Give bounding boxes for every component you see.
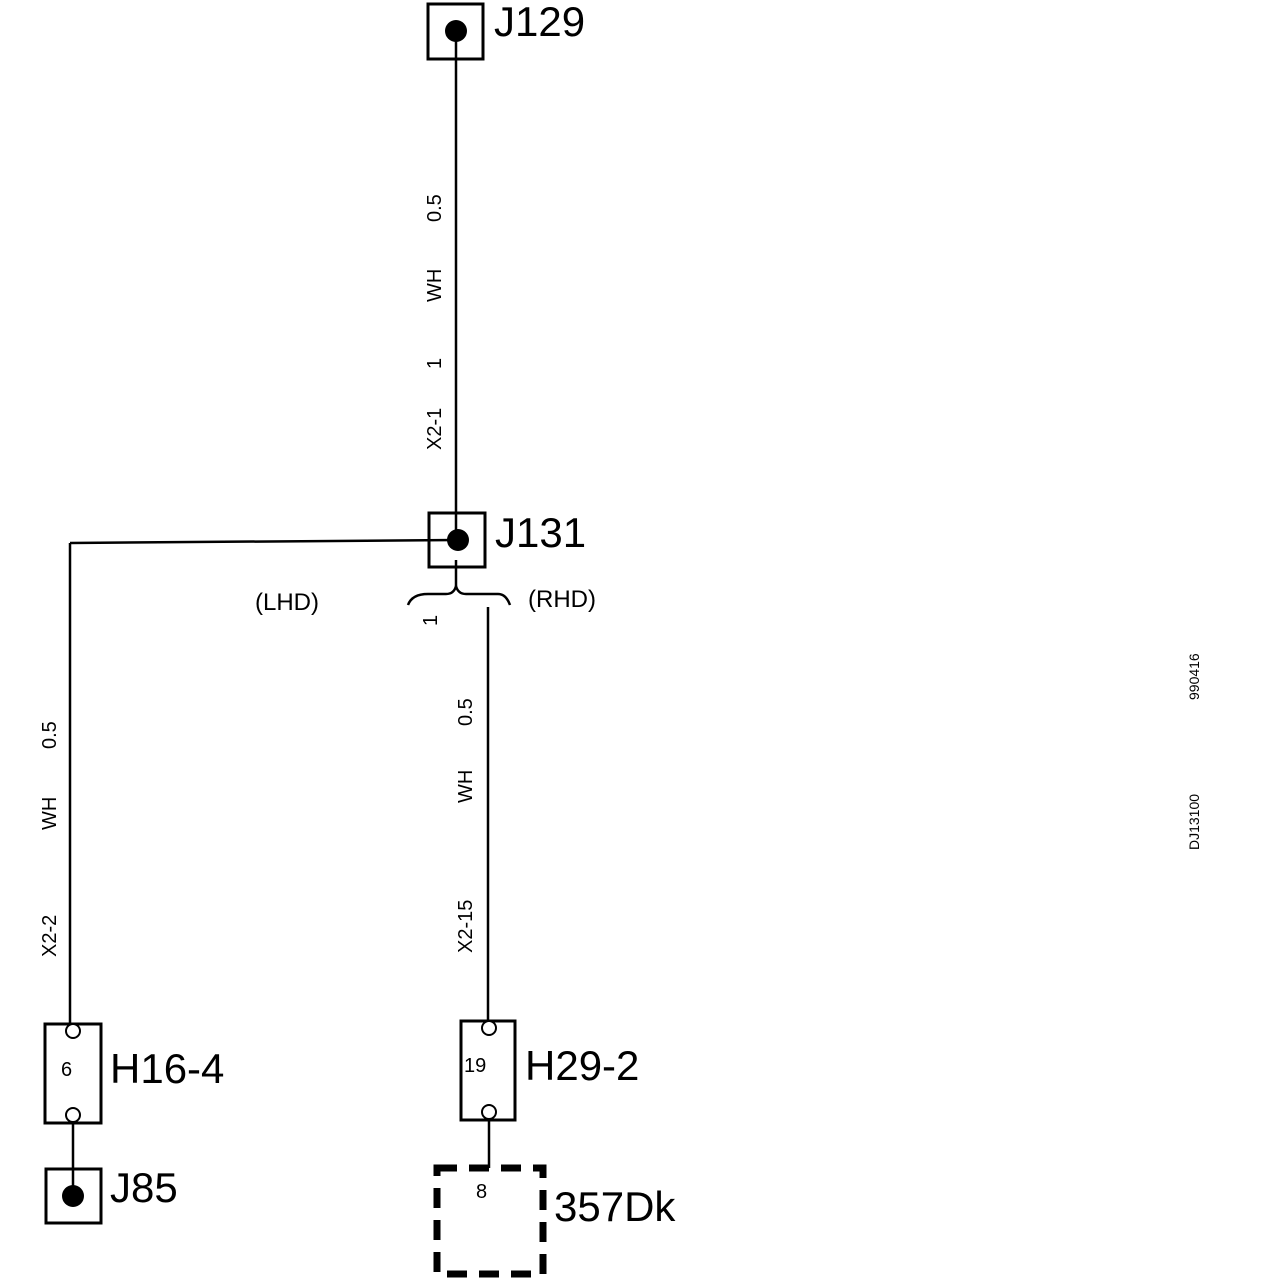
wire-j131-lhd-horizontal (69, 538, 457, 545)
wire-right-color: WH (455, 770, 477, 803)
wire-top-number: 1 (424, 358, 446, 369)
wire-left-color: WH (39, 797, 61, 830)
date-code: 990416 (1186, 653, 1202, 700)
wire-top-id: X2-1 (424, 408, 446, 450)
wire-left-size: 0.5 (39, 721, 61, 749)
wire-left-id: X2-2 (39, 915, 61, 957)
wire-top-color: WH (424, 269, 446, 302)
connector-h16-4-label: H16-4 (110, 1045, 224, 1092)
connector-j131-label: J131 (495, 509, 586, 556)
branch-mark: 1 (420, 615, 442, 626)
connector-j129: J129 (426, 0, 585, 61)
connector-j131: J131 (427, 509, 586, 569)
component-357dk-pin: 8 (476, 1181, 487, 1203)
wire-top-size: 0.5 (424, 194, 446, 222)
connector-h16-4-pin: 6 (61, 1059, 72, 1081)
connector-h29-2: 19 H29-2 (459, 1019, 639, 1122)
diagram-code: DJ13100 (1186, 794, 1202, 850)
component-357dk: 8 357Dk (433, 1164, 676, 1278)
variant-brace (406, 585, 512, 606)
wire-right-size: 0.5 (455, 698, 477, 726)
wire-right-id: X2-15 (455, 900, 477, 953)
connector-j85: J85 (44, 1164, 178, 1225)
connector-j129-label: J129 (494, 0, 585, 45)
connector-h29-2-pin: 19 (464, 1055, 486, 1077)
connector-h29-2-label: H29-2 (525, 1042, 639, 1089)
lhd-label: (LHD) (255, 589, 319, 616)
connector-j85-label: J85 (110, 1164, 178, 1211)
rhd-label: (RHD) (528, 586, 596, 613)
connector-h16-4: 6 H16-4 (43, 1022, 224, 1125)
component-357dk-label: 357Dk (554, 1183, 676, 1230)
